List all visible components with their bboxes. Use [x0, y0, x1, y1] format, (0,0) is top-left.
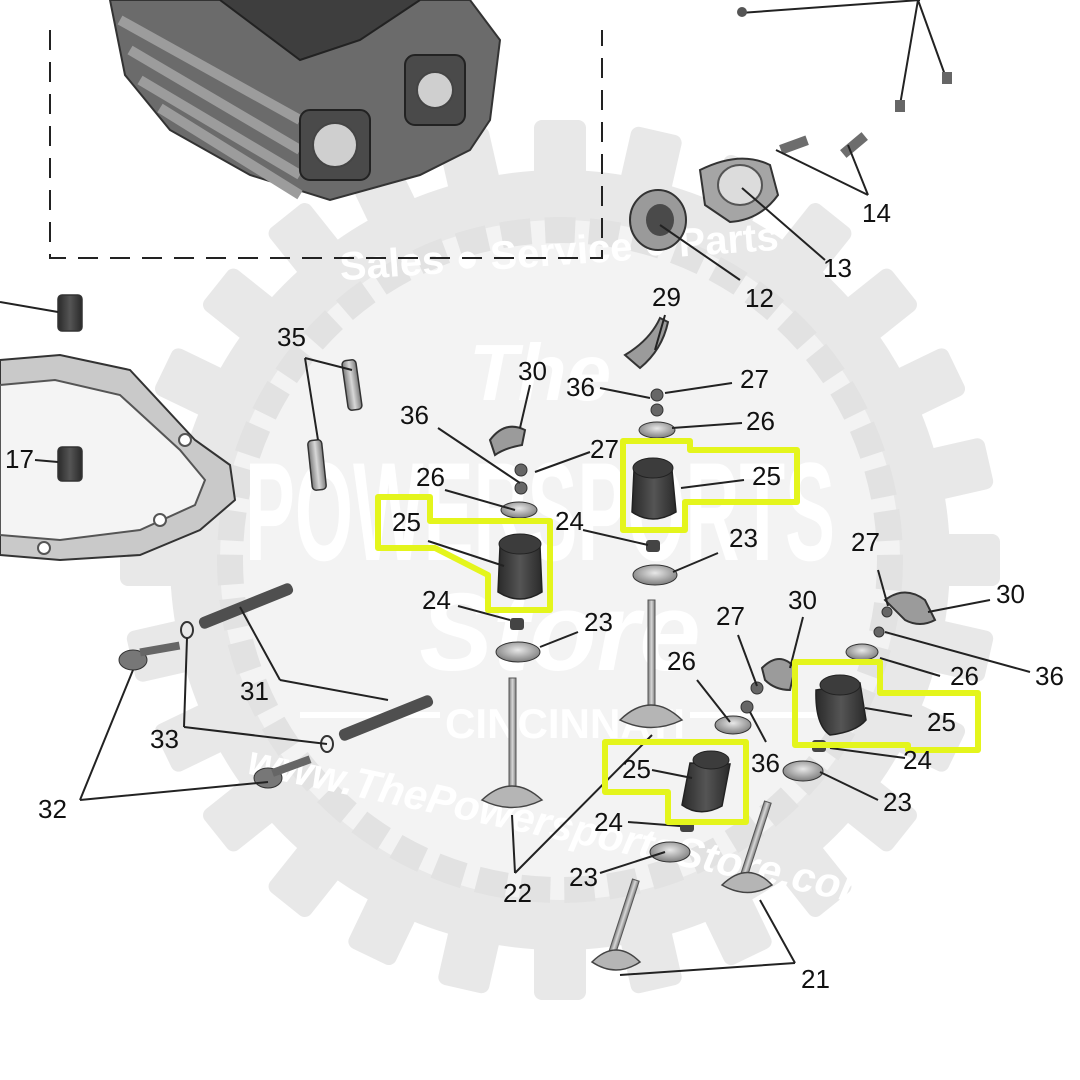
highlight-box	[602, 739, 749, 825]
watermark-gear-tooth	[534, 120, 586, 190]
callout-33: 33	[150, 724, 179, 754]
watermark-gear-tooth	[884, 348, 966, 421]
valve-shims	[514, 388, 893, 714]
dowel-pin-illustration	[57, 294, 83, 332]
watermark-gear-tooth	[930, 534, 1000, 586]
manifold-bolts-illustration	[779, 132, 868, 158]
callout-25: 25	[752, 461, 781, 491]
watermark-gear-tooth	[916, 618, 994, 682]
callout-36: 36	[1035, 661, 1064, 691]
rocker-arm-illustration-3	[760, 658, 797, 692]
callout-23: 23	[569, 862, 598, 892]
callout-25: 25	[392, 507, 421, 537]
callout-35: 35	[277, 322, 306, 352]
callout-30: 30	[996, 579, 1025, 609]
callout-29: 29	[652, 282, 681, 312]
callout-24: 24	[594, 807, 623, 837]
watermark-gear-tooth	[916, 438, 994, 502]
callout-27: 27	[851, 527, 880, 557]
watermark-gear-tooth	[618, 126, 682, 204]
watermark-gear-tooth	[203, 268, 284, 347]
callout-26: 26	[416, 462, 445, 492]
highlight-box	[375, 494, 553, 613]
watermark-logo: Sales ● Service ● Parts The POWERSPORTS …	[120, 120, 1000, 1000]
callout-27: 27	[590, 434, 619, 464]
callout-26: 26	[667, 646, 696, 676]
rocker-shaft-illustration	[341, 359, 363, 411]
rocker-pin-illustration-2	[338, 695, 434, 741]
rocker-arm-illustration-2	[883, 591, 937, 625]
watermark-gear-tooth	[836, 773, 917, 852]
watermark-gear-tooth	[154, 348, 236, 421]
watermark-gear-tooth	[154, 699, 236, 772]
callout-36: 36	[751, 748, 780, 778]
watermark-line1: The	[469, 328, 611, 417]
watermark-gear-tooth	[884, 699, 966, 772]
callout-21: 21	[801, 964, 830, 994]
watermark-chain	[217, 217, 903, 903]
valve-illustration	[480, 599, 774, 971]
watermark-gear-tooth	[438, 916, 502, 994]
head-gasket-illustration	[0, 353, 237, 562]
top-right-bolts-illustration	[737, 0, 952, 112]
watermark-gear-tooth	[268, 203, 347, 284]
leader-lines	[0, 144, 1031, 976]
watermark-gear-tooth	[773, 836, 852, 917]
intake-manifold-illustration	[629, 157, 780, 251]
watermark-gear-tooth	[268, 836, 347, 917]
highlight-box	[620, 438, 800, 533]
callout-13: 13	[823, 253, 852, 283]
callout-numbers: 14 13 12 29 35 30 36 27 36 26 27 26 25 2…	[5, 198, 1064, 994]
watermark-gear-tooth	[699, 884, 772, 966]
watermark-line3: Store	[419, 571, 700, 694]
callout-32: 32	[38, 794, 67, 824]
dowel-pin-illustration-17	[57, 446, 83, 482]
callout-36: 36	[400, 400, 429, 430]
valve-seal-illustration	[497, 457, 867, 813]
cylinder-head-illustration	[108, 0, 502, 202]
callout-27: 27	[740, 364, 769, 394]
callout-30: 30	[788, 585, 817, 615]
watermark-gear-tooth	[773, 203, 852, 284]
rocker-shaft-illustration-2	[307, 439, 327, 491]
rocker-arm-illustration-29	[623, 316, 670, 370]
callout-27: 27	[716, 601, 745, 631]
callout-22: 22	[503, 878, 532, 908]
callout-17: 17	[5, 444, 34, 474]
callout-26: 26	[950, 661, 979, 691]
callout-25: 25	[927, 707, 956, 737]
rocker-arm-illustration	[488, 425, 527, 457]
watermark-gear-tooth	[348, 884, 421, 966]
callout-12: 12	[745, 283, 774, 313]
watermark-rule-left	[300, 712, 440, 718]
callout-23: 23	[584, 607, 613, 637]
callout-25: 25	[622, 754, 651, 784]
watermark-gear-tooth	[203, 773, 284, 852]
valve-retainers	[500, 421, 879, 735]
assembly-dashed-box	[49, 30, 603, 259]
watermark-gear-tooth	[534, 930, 586, 1000]
bolt-illustration	[118, 641, 312, 789]
highlight-box	[792, 659, 981, 753]
callout-36: 36	[566, 372, 595, 402]
spring-seats	[495, 564, 824, 863]
callout-24: 24	[422, 585, 451, 615]
highlight-boxes	[375, 438, 981, 825]
callout-14: 14	[862, 198, 891, 228]
rocker-pin-illustration	[198, 583, 294, 629]
callout-24: 24	[903, 745, 932, 775]
callout-23: 23	[883, 787, 912, 817]
watermark-rule-right	[690, 712, 830, 718]
callout-26: 26	[746, 406, 775, 436]
callout-30: 30	[518, 356, 547, 386]
callout-31: 31	[240, 676, 269, 706]
callout-24: 24	[555, 506, 584, 536]
callout-23: 23	[729, 523, 758, 553]
watermark-gear-tooth	[836, 268, 917, 347]
